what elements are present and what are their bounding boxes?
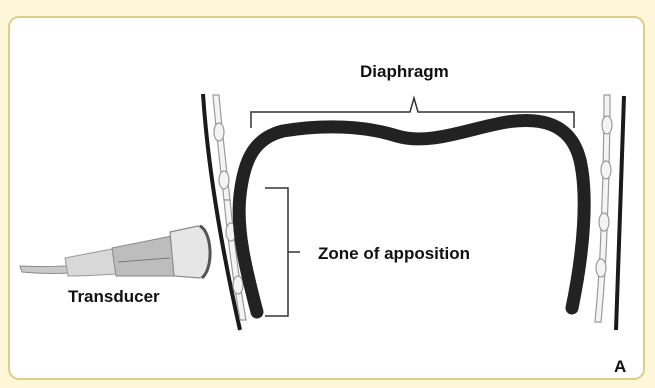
diaphragm-label: Diaphragm: [360, 63, 449, 80]
transducer-label: Transducer: [68, 288, 160, 305]
zone-of-apposition-label: Zone of apposition: [318, 245, 470, 262]
zone-bracket: [265, 188, 300, 316]
right-chest-wall: [616, 96, 624, 330]
panel-letter: A: [614, 358, 626, 375]
transducer-probe: [20, 226, 210, 278]
diaphragm-dome: [239, 121, 584, 312]
right-ribs: [595, 95, 612, 322]
